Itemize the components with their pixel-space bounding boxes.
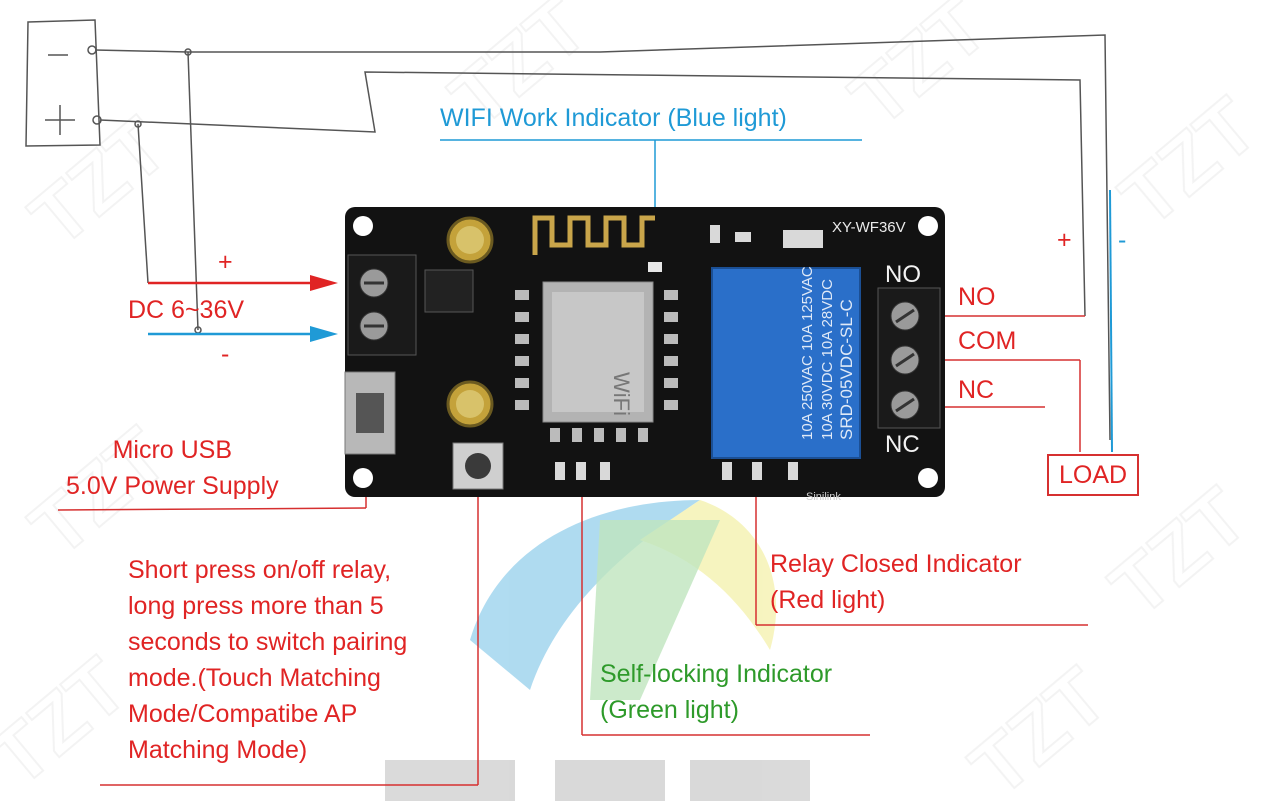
board-no-label: NO — [885, 261, 921, 288]
dc-minus-sign: - — [221, 340, 230, 368]
dc-input-arrows — [148, 275, 338, 342]
module-label: WiFi — [609, 372, 634, 416]
relay-text-1: 10A 250VAC 10A 125VAC — [799, 266, 816, 440]
nc-terminal-label: NC — [958, 376, 995, 404]
dc-input-label: DC 6~36V — [128, 296, 245, 324]
relay-closed-indicator-label: Relay Closed Indicator (Red light) — [770, 550, 1022, 614]
board-brand: Sinilink — [806, 491, 841, 503]
watermark-text: TZT — [834, 0, 1004, 143]
load-minus-sign: - — [1118, 226, 1127, 254]
load-box: LOAD — [1047, 454, 1140, 496]
load-plus-sign: + — [1057, 226, 1072, 254]
no-terminal-label: NO — [958, 283, 996, 311]
relay-text-0: SRD-05VDC-SL-C — [837, 299, 856, 440]
wifi-indicator-label: WIFI Work Indicator (Blue light) — [440, 104, 787, 132]
logo-swoosh — [470, 500, 777, 700]
self-locking-indicator-label: Self-locking Indicator (Green light) — [600, 660, 833, 724]
logo-letters — [385, 760, 810, 801]
dc-plus-sign: + — [218, 248, 233, 276]
watermark-text: TZT — [0, 641, 143, 801]
watermark-text: TZT — [1104, 81, 1274, 243]
micro-usb-label: Micro USB 5.0V Power Supply — [66, 436, 279, 500]
button-function-label: Short press on/off relay, long press mor… — [128, 556, 408, 764]
relay-module-board: WiFi — [344, 207, 945, 503]
board-model: XY-WF36V — [832, 219, 906, 236]
com-terminal-label: COM — [958, 327, 1017, 355]
board-nc-label: NC — [885, 431, 920, 458]
relay-text-2: 10A 30VDC 10A 28VDC — [819, 279, 836, 440]
watermark-text: TZT — [954, 651, 1124, 801]
